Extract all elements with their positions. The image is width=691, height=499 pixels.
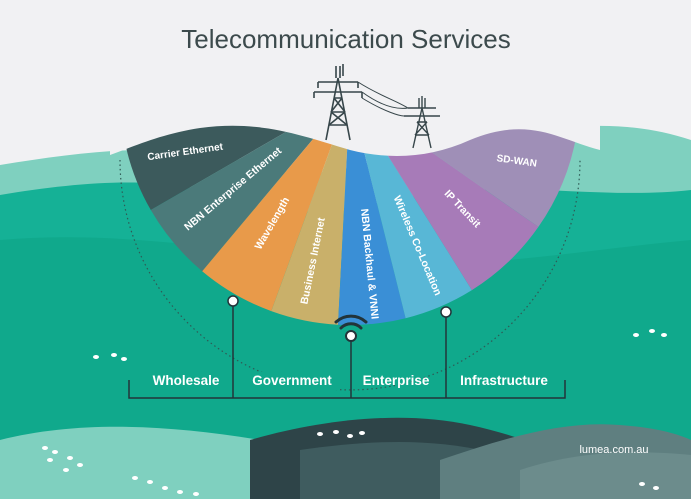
category-enterprise: Enterprise xyxy=(363,373,430,388)
fan-dotted-rim xyxy=(119,159,581,391)
power-lines xyxy=(357,81,409,117)
wifi-node xyxy=(345,330,357,342)
fan-segment-2 xyxy=(202,95,350,312)
category-government: Government xyxy=(252,373,332,388)
category-bracket xyxy=(128,306,566,399)
transmission-tower-small-icon xyxy=(404,96,440,149)
bottom-right-hill-2 xyxy=(520,452,691,499)
fan-segment-1 xyxy=(150,95,350,272)
sheep-decoration xyxy=(42,329,667,496)
infrastructure-node xyxy=(440,306,452,318)
label-bg-1 xyxy=(244,372,340,390)
fan-cap xyxy=(110,60,600,156)
fan-segment-3 xyxy=(271,95,350,325)
page-title: Telecommunication Services xyxy=(181,24,510,54)
wholesale-node xyxy=(227,295,239,307)
website-label: lumea.com.au xyxy=(579,444,648,456)
category-infrastructure: Infrastructure xyxy=(460,373,548,388)
wifi-icon xyxy=(334,314,368,330)
fan-segment-4 xyxy=(338,95,406,326)
category-wholesale: Wholesale xyxy=(153,373,220,388)
transmission-tower-icon xyxy=(313,64,363,141)
